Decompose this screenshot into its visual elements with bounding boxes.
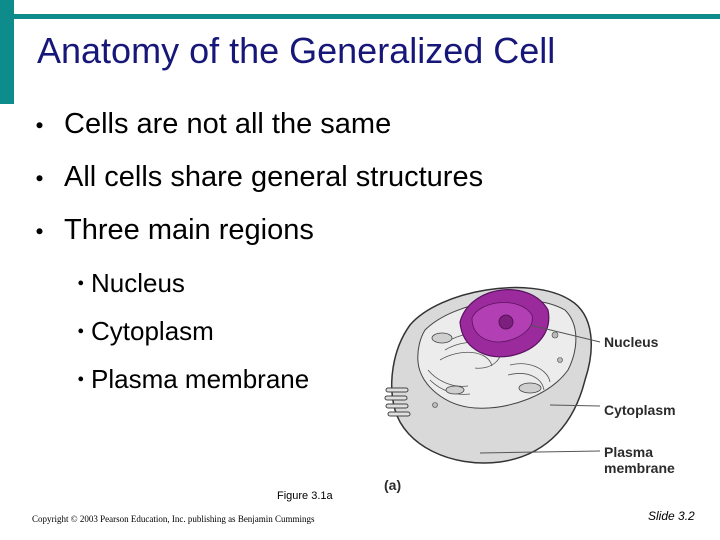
panel-label: (a) (384, 477, 402, 493)
circle-bullet-icon: ⦁ (78, 277, 84, 289)
cytoplasm-leader-line (549, 404, 601, 407)
figure-caption: Figure 3.1a (277, 490, 333, 502)
membrane-folds (384, 387, 411, 417)
slide-title: Anatomy of the Generalized Cell (37, 30, 556, 71)
accent-bar-top (14, 14, 720, 19)
cytoplasm-label: Cytoplasm (604, 402, 676, 418)
circle-bullet-icon: ⦁ (78, 373, 84, 385)
nucleus-leader-line (529, 324, 601, 343)
plasma-membrane-label-line2: membrane (604, 460, 675, 476)
mitochondrion-shape (518, 382, 542, 394)
circle-bullet-icon: ⦁ (36, 222, 43, 238)
slide-accent-frame (0, 0, 720, 104)
bullet-item: ⦁ All cells share general structures (36, 161, 483, 194)
plasma-membrane-label-line1: Plasma (604, 444, 654, 460)
sub-bullet-item: ⦁ Cytoplasm (78, 316, 214, 347)
cell-figure: Nucleus Cytoplasm Plasma membrane (a) (380, 270, 720, 495)
sub-bullet-item: ⦁ Plasma membrane (78, 364, 309, 395)
bullet-text: Cells are not all the same (64, 108, 392, 140)
circle-bullet-icon: ⦁ (36, 116, 43, 132)
sub-bullet-text: Cytoplasm (91, 316, 214, 346)
plasma-membrane-label: Plasma membrane (604, 444, 675, 476)
bullet-item: ⦁ Cells are not all the same (36, 108, 391, 141)
nucleolus-shape (498, 314, 514, 330)
sub-bullet-item: ⦁ Nucleus (78, 268, 185, 299)
copyright-notice: Copyright © 2003 Pearson Education, Inc.… (32, 514, 315, 524)
bullet-text: Three main regions (64, 214, 314, 246)
sub-bullet-text: Nucleus (91, 268, 185, 298)
circle-bullet-icon: ⦁ (36, 169, 43, 185)
cell-illustration (384, 286, 601, 464)
accent-bar-left (0, 0, 14, 104)
mitochondrion-shape (431, 332, 453, 344)
bullet-item: ⦁ Three main regions (36, 214, 314, 247)
slide-number: Slide 3.2 (648, 509, 695, 523)
mitochondrion-shape (445, 385, 465, 395)
bullet-text: All cells share general structures (64, 161, 484, 193)
circle-bullet-icon: ⦁ (78, 325, 84, 337)
nucleus-label: Nucleus (604, 334, 659, 350)
sub-bullet-text: Plasma membrane (91, 364, 310, 394)
membrane-leader-line (479, 450, 601, 454)
